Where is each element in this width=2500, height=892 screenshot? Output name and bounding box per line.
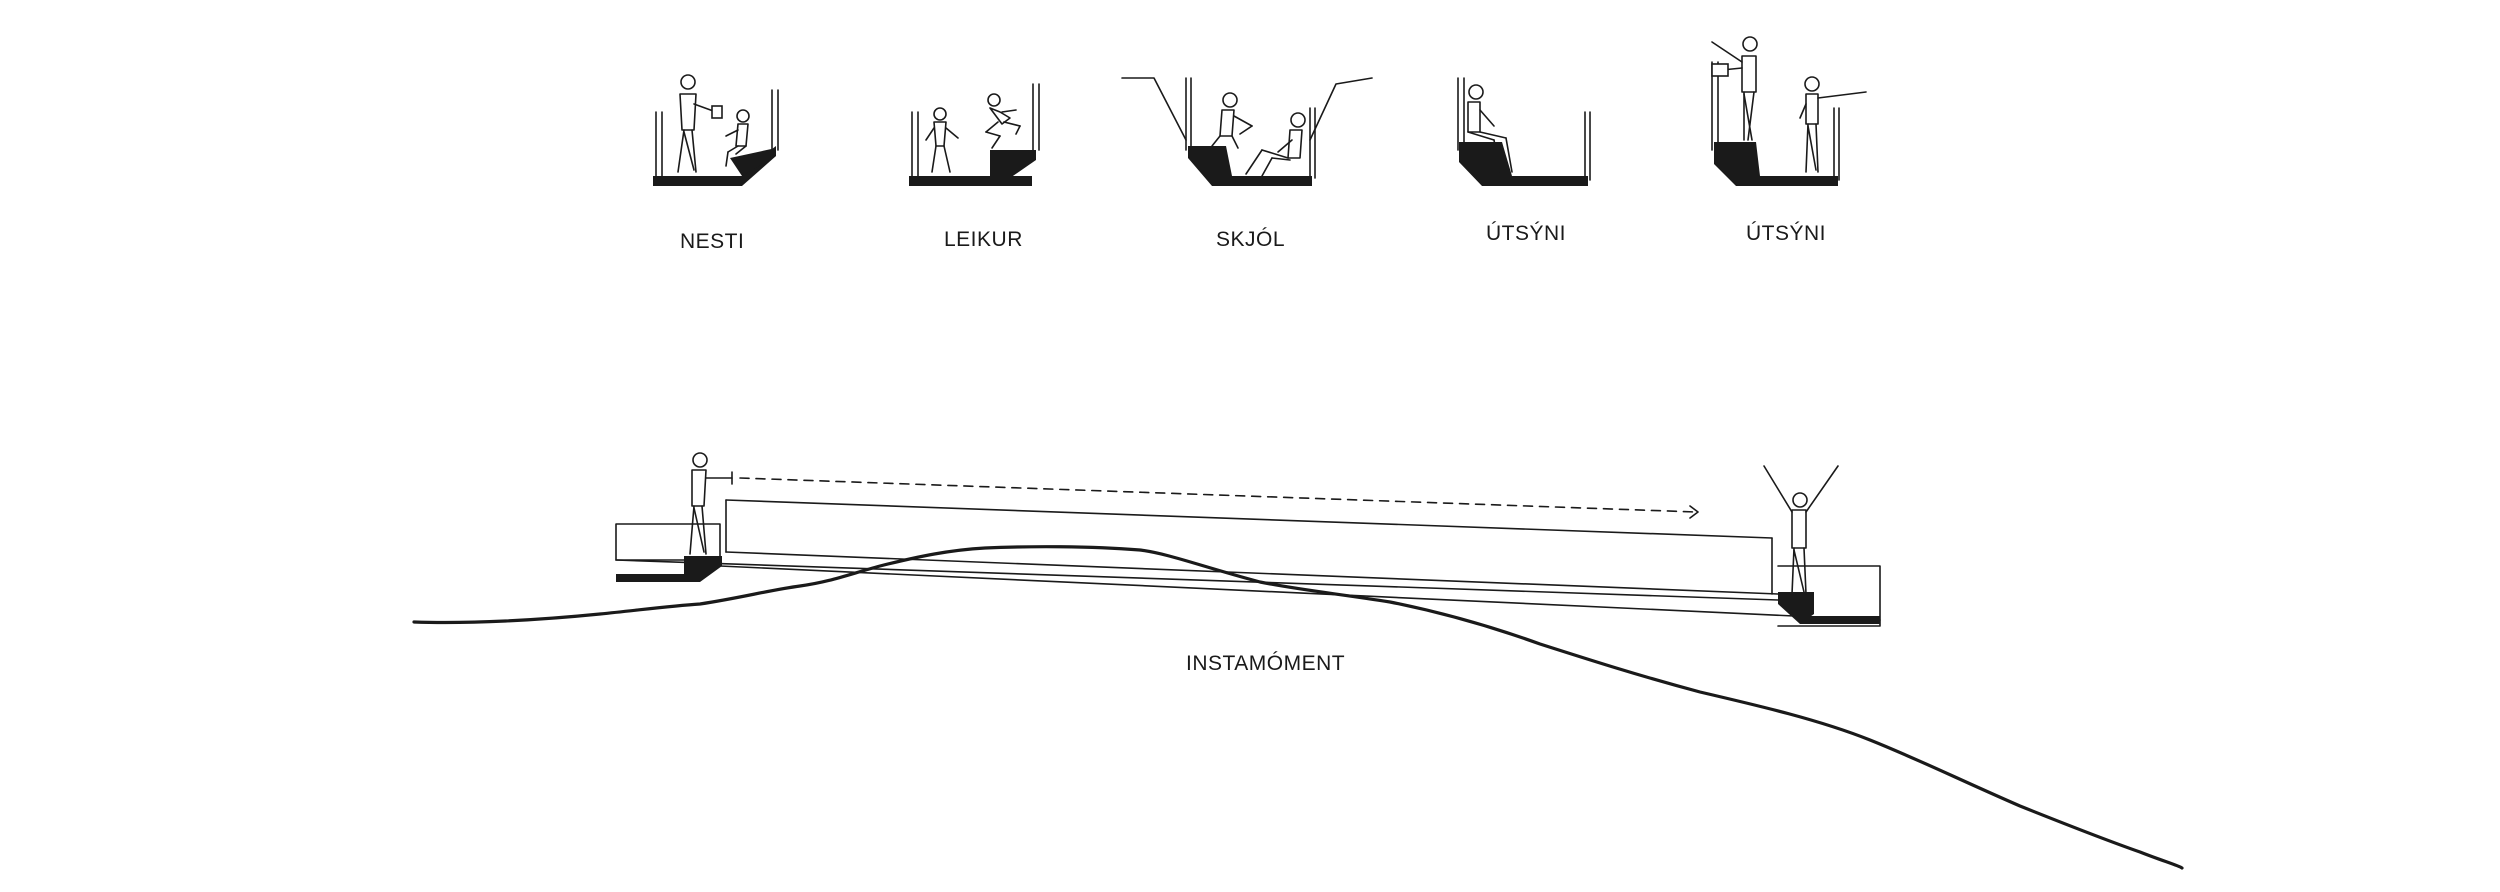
- vignette-nesti: [653, 74, 779, 186]
- nesti-pit: [653, 89, 779, 186]
- deck-right-outline: [1777, 565, 1881, 627]
- leikur-child-figure: [925, 107, 959, 173]
- vignette-skjol: [1121, 77, 1373, 186]
- sight-line-arrow: [739, 477, 1697, 513]
- sight-line-arrowhead: [1689, 505, 1699, 519]
- vignette-utsyni-2: [1711, 36, 1867, 186]
- leikur-pit: [909, 83, 1040, 186]
- utsyni2-pit: [1711, 61, 1840, 186]
- skjol-sitting-figure-left: [1211, 92, 1253, 149]
- label-nesti: NESTI: [680, 230, 745, 253]
- vignette-leikur: [909, 83, 1040, 186]
- utsyni1-sitting-figure: [1467, 84, 1513, 173]
- label-instamoment: INSTAMÓMENT: [1186, 652, 1346, 675]
- section-instamoment: [412, 452, 2184, 870]
- slab-line-top: [725, 499, 1773, 539]
- label-leikur: LEIKUR: [944, 228, 1023, 251]
- vignette-utsyni-1: [1457, 77, 1591, 186]
- skjol-pit: [1121, 77, 1373, 186]
- nesti-sitting-figure: [725, 109, 750, 167]
- section-right-figure: [1763, 465, 1839, 595]
- nesti-standing-figure: [677, 74, 723, 173]
- utsyni1-pit: [1457, 77, 1591, 186]
- utsyni2-standing-figure-high: [1711, 36, 1758, 141]
- terrain-profile: [412, 545, 2184, 870]
- left-pit-floor: [616, 574, 690, 582]
- section-left-figure: [689, 452, 733, 555]
- slab-line-low-2: [719, 565, 1881, 621]
- right-pit-floor: [1800, 616, 1880, 624]
- slab-line-mid: [725, 551, 1779, 595]
- label-skjol: SKJÓL: [1216, 228, 1286, 251]
- skjol-reclining-figure-right: [1245, 112, 1306, 177]
- left-pit-block: [684, 556, 722, 582]
- label-utsyni-1: ÚTSÝNI: [1486, 222, 1567, 245]
- slab-line-low-1: [615, 559, 1779, 601]
- leikur-jumping-figure: [985, 93, 1021, 149]
- label-utsyni-2: ÚTSÝNI: [1746, 222, 1827, 245]
- utsyni2-standing-figure-pointing: [1799, 76, 1867, 173]
